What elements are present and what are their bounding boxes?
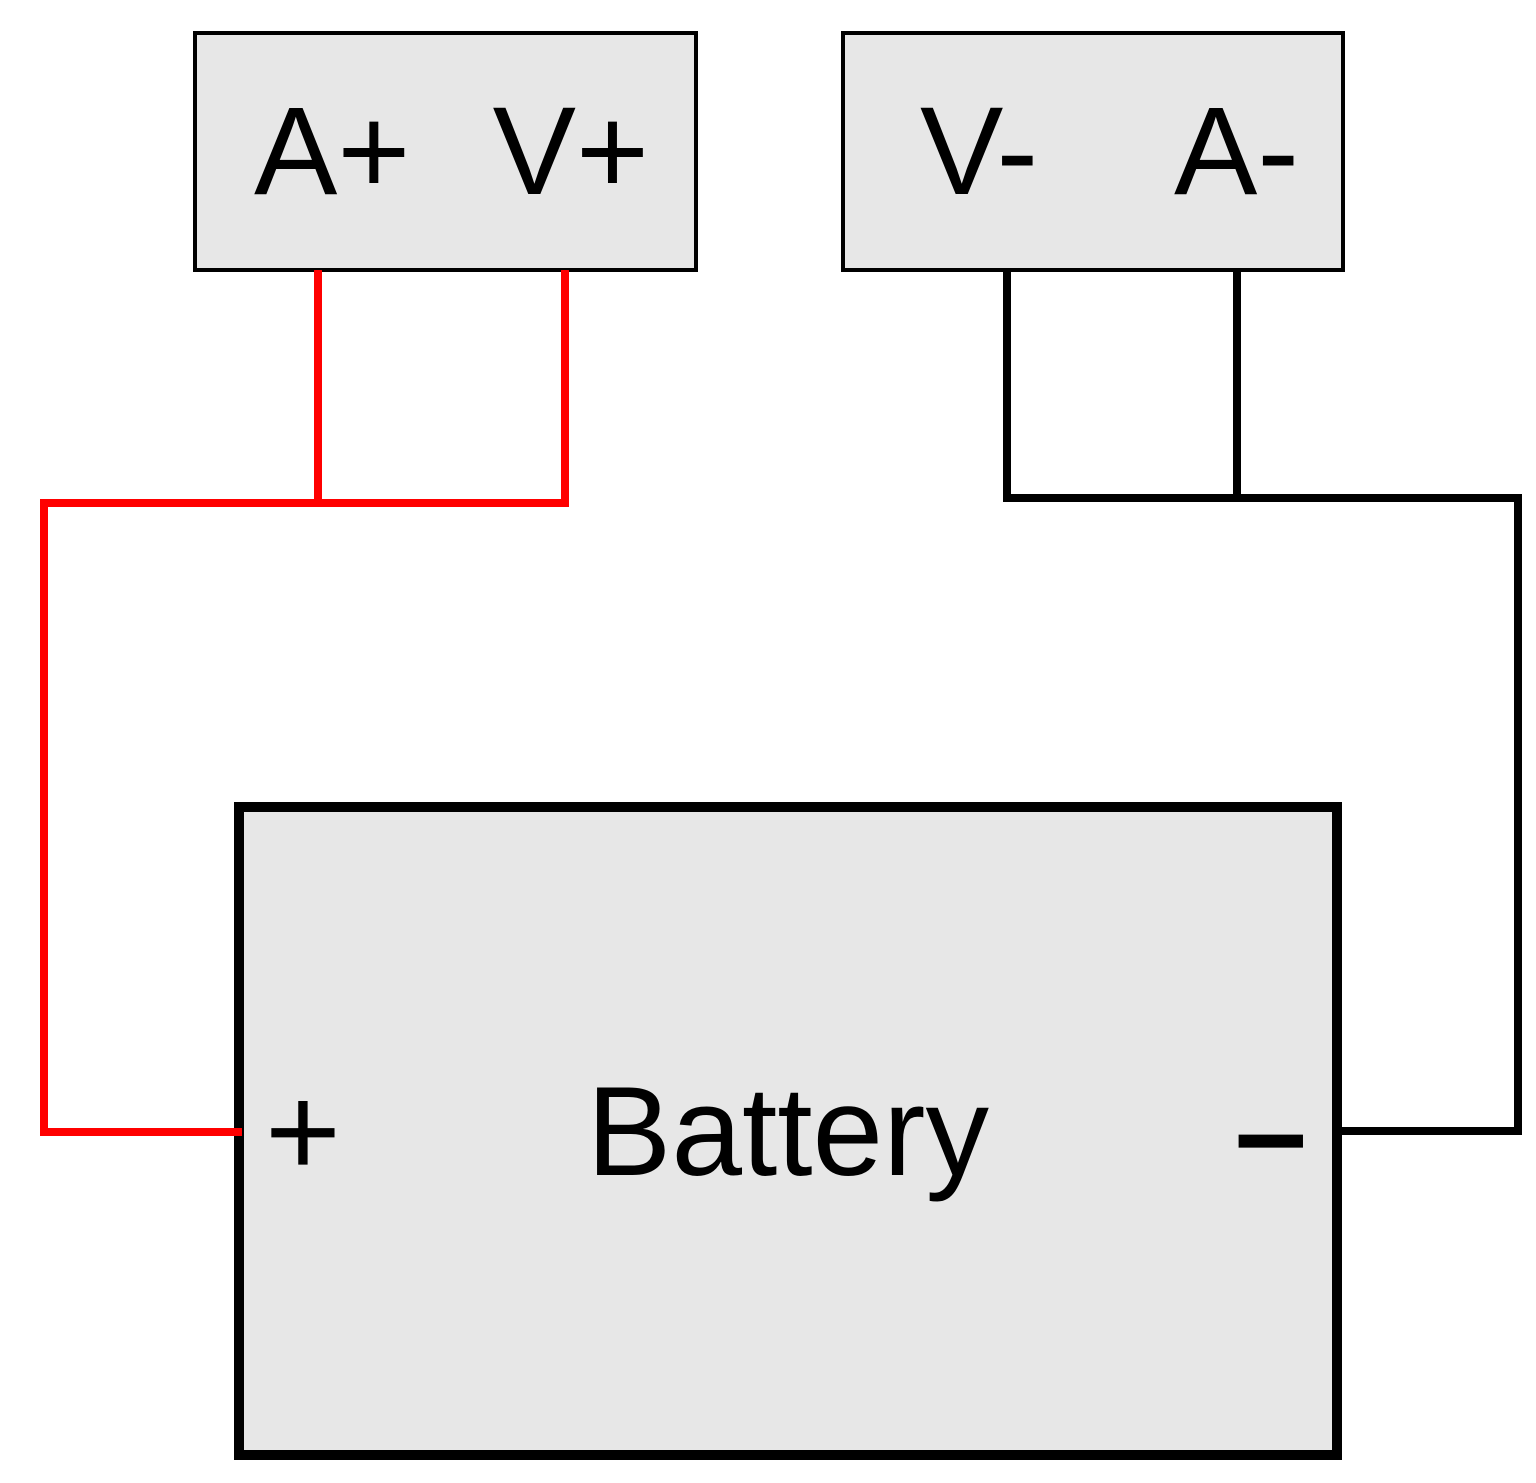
wire-positive-horizontal-bottom [40, 1128, 242, 1136]
terminal-label-v-minus: V- [920, 82, 1039, 221]
battery-negative-terminal-label: – [1234, 1058, 1307, 1204]
wire-negative-horizontal-top [1003, 494, 1522, 502]
wire-a-plus-vertical [314, 270, 322, 506]
wire-positive-vertical-left [40, 499, 48, 1136]
wire-v-minus-vertical [1003, 270, 1011, 502]
positive-terminal-block: A+ V+ [193, 31, 698, 272]
wire-negative-horizontal-bottom [1338, 1127, 1522, 1135]
terminal-label-a-minus: A- [1174, 82, 1299, 221]
battery-positive-terminal-label: + [265, 1058, 341, 1204]
negative-terminal-block: V- A- [841, 31, 1345, 272]
wire-negative-vertical-right [1514, 494, 1522, 1135]
wire-positive-horizontal-top [40, 499, 569, 507]
wire-v-plus-vertical [561, 270, 569, 506]
terminal-label-v-plus: V+ [492, 82, 649, 221]
wire-a-minus-vertical [1233, 270, 1241, 502]
battery-block: + Battery – [234, 802, 1342, 1460]
terminal-label-a-plus: A+ [254, 82, 411, 221]
battery-label: Battery [586, 1059, 989, 1202]
